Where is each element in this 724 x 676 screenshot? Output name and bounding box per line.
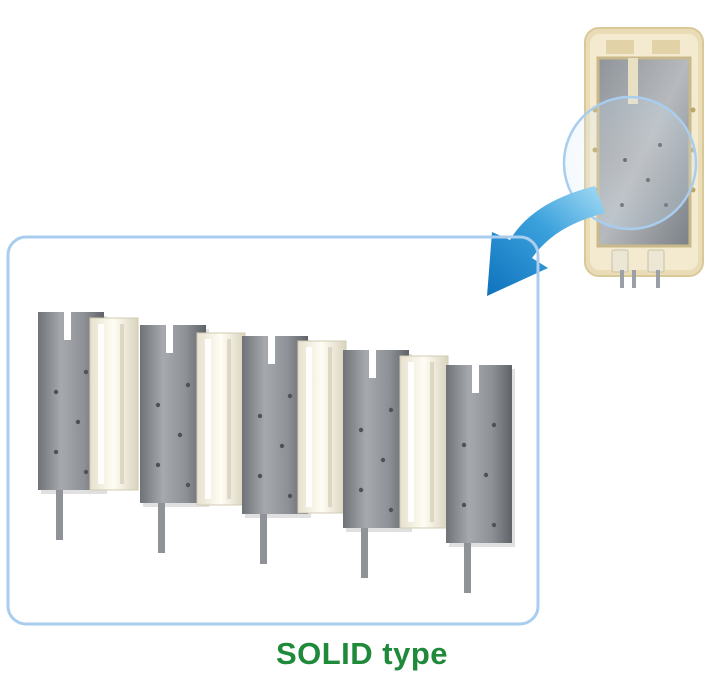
plate-stack — [38, 312, 515, 593]
separator-sheet — [196, 332, 246, 506]
detail-frame — [6, 235, 540, 626]
separator-sheet — [89, 317, 139, 491]
electrode-plate — [446, 365, 515, 593]
type-caption: SOLID type — [275, 636, 449, 671]
curved-arrow-icon — [487, 186, 605, 296]
separator-sheet — [297, 340, 347, 514]
electrode-plate — [242, 336, 311, 564]
separator-sheet — [399, 355, 449, 529]
